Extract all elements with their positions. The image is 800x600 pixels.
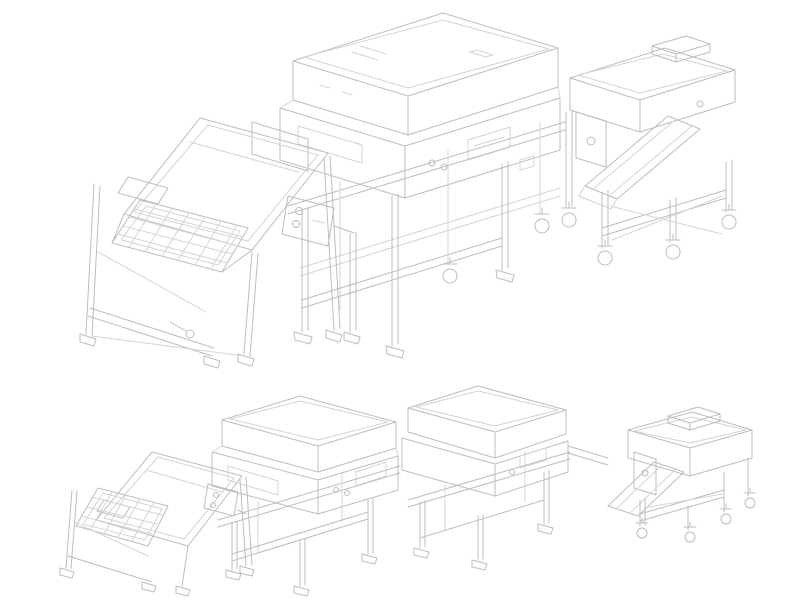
outfeed-frame [597, 159, 737, 266]
support-frame-main [287, 121, 566, 359]
infeed-hopper [79, 117, 343, 369]
support-frame [407, 451, 571, 571]
caster-wheel [534, 207, 550, 234]
incline-conveyor [607, 461, 685, 517]
processing-unit-b [401, 385, 571, 571]
infeed-hopper-compact [59, 451, 255, 597]
control-box [281, 195, 361, 345]
control-box [203, 483, 247, 517]
support-frame [217, 465, 401, 597]
line-view-large [79, 12, 737, 369]
main-processing-unit [251, 12, 561, 199]
caster-wheel [721, 203, 737, 230]
caster-wheel [635, 517, 649, 539]
hopper-stand [59, 476, 255, 597]
side-panel [575, 111, 607, 168]
caster-wheel [597, 239, 613, 266]
caster-wheel [561, 201, 577, 228]
line-view-compact [59, 385, 757, 597]
outfeed-unit [561, 35, 736, 228]
processing-unit-a [211, 395, 401, 597]
outfeed-unit-compact [607, 406, 757, 543]
caster-wheel [719, 503, 733, 525]
connecting-rails [567, 445, 609, 466]
outfeed-frame [635, 457, 757, 543]
caster-wheel [665, 233, 681, 260]
caster-wheel [743, 487, 757, 509]
hopper-basket-grid [80, 491, 163, 542]
caster-wheel [442, 257, 458, 284]
hopper-stand [79, 155, 343, 369]
caster-wheel [683, 521, 697, 543]
incline-conveyor [578, 115, 701, 210]
hopper-basket-grid [117, 203, 244, 270]
